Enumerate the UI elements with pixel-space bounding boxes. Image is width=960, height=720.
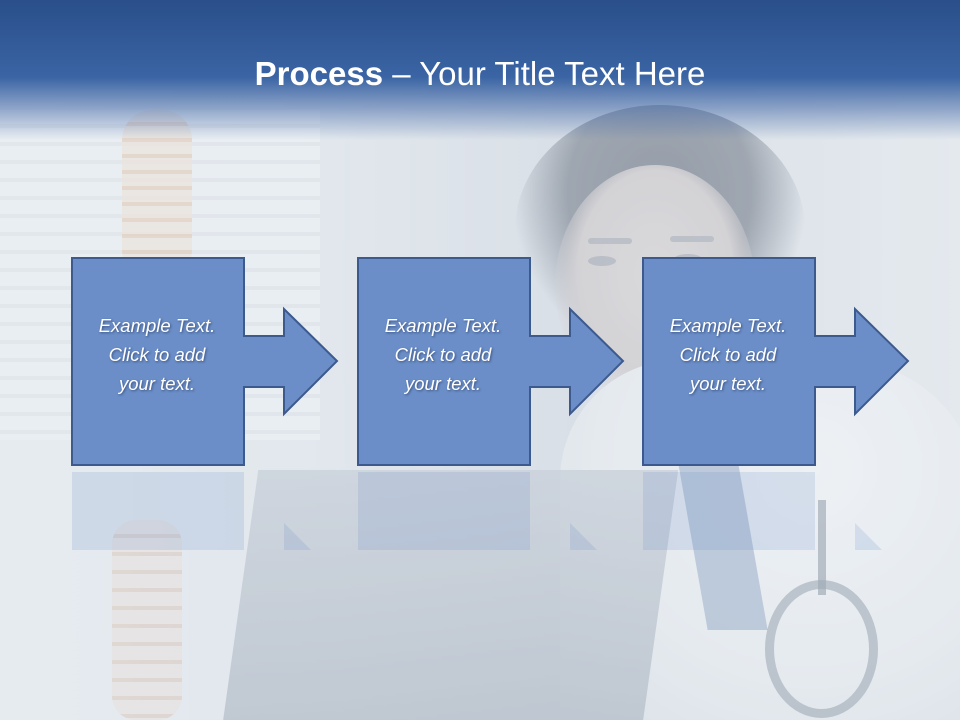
step-reflection: [71, 470, 341, 550]
process-step-1[interactable]: Example Text. Click to add your text.: [71, 257, 341, 467]
title-band: [0, 0, 960, 140]
spine-model-base: [112, 520, 182, 720]
eyebrow-right: [670, 236, 714, 242]
title-bold: Process: [254, 55, 384, 92]
step-arrow-shape: [642, 257, 910, 466]
step-reflection: [642, 470, 912, 550]
step-arrow-shape: [71, 257, 339, 466]
step-text[interactable]: Example Text. Click to add your text.: [669, 315, 787, 394]
process-step-2[interactable]: Example Text. Click to add your text.: [357, 257, 627, 467]
step-text[interactable]: Example Text. Click to add your text.: [384, 315, 502, 394]
eyebrow-left: [588, 238, 632, 244]
slide-title[interactable]: Process – Your Title Text Here: [0, 52, 960, 96]
eye-left: [588, 256, 616, 266]
process-step-3[interactable]: Example Text. Click to add your text.: [642, 257, 912, 467]
stethoscope-tube: [818, 500, 826, 595]
stethoscope-icon: [765, 580, 878, 718]
title-rest: – Your Title Text Here: [383, 55, 706, 92]
step-reflection: [357, 470, 627, 550]
step-arrow-shape: [357, 257, 625, 466]
step-text[interactable]: Example Text. Click to add your text.: [98, 315, 216, 394]
